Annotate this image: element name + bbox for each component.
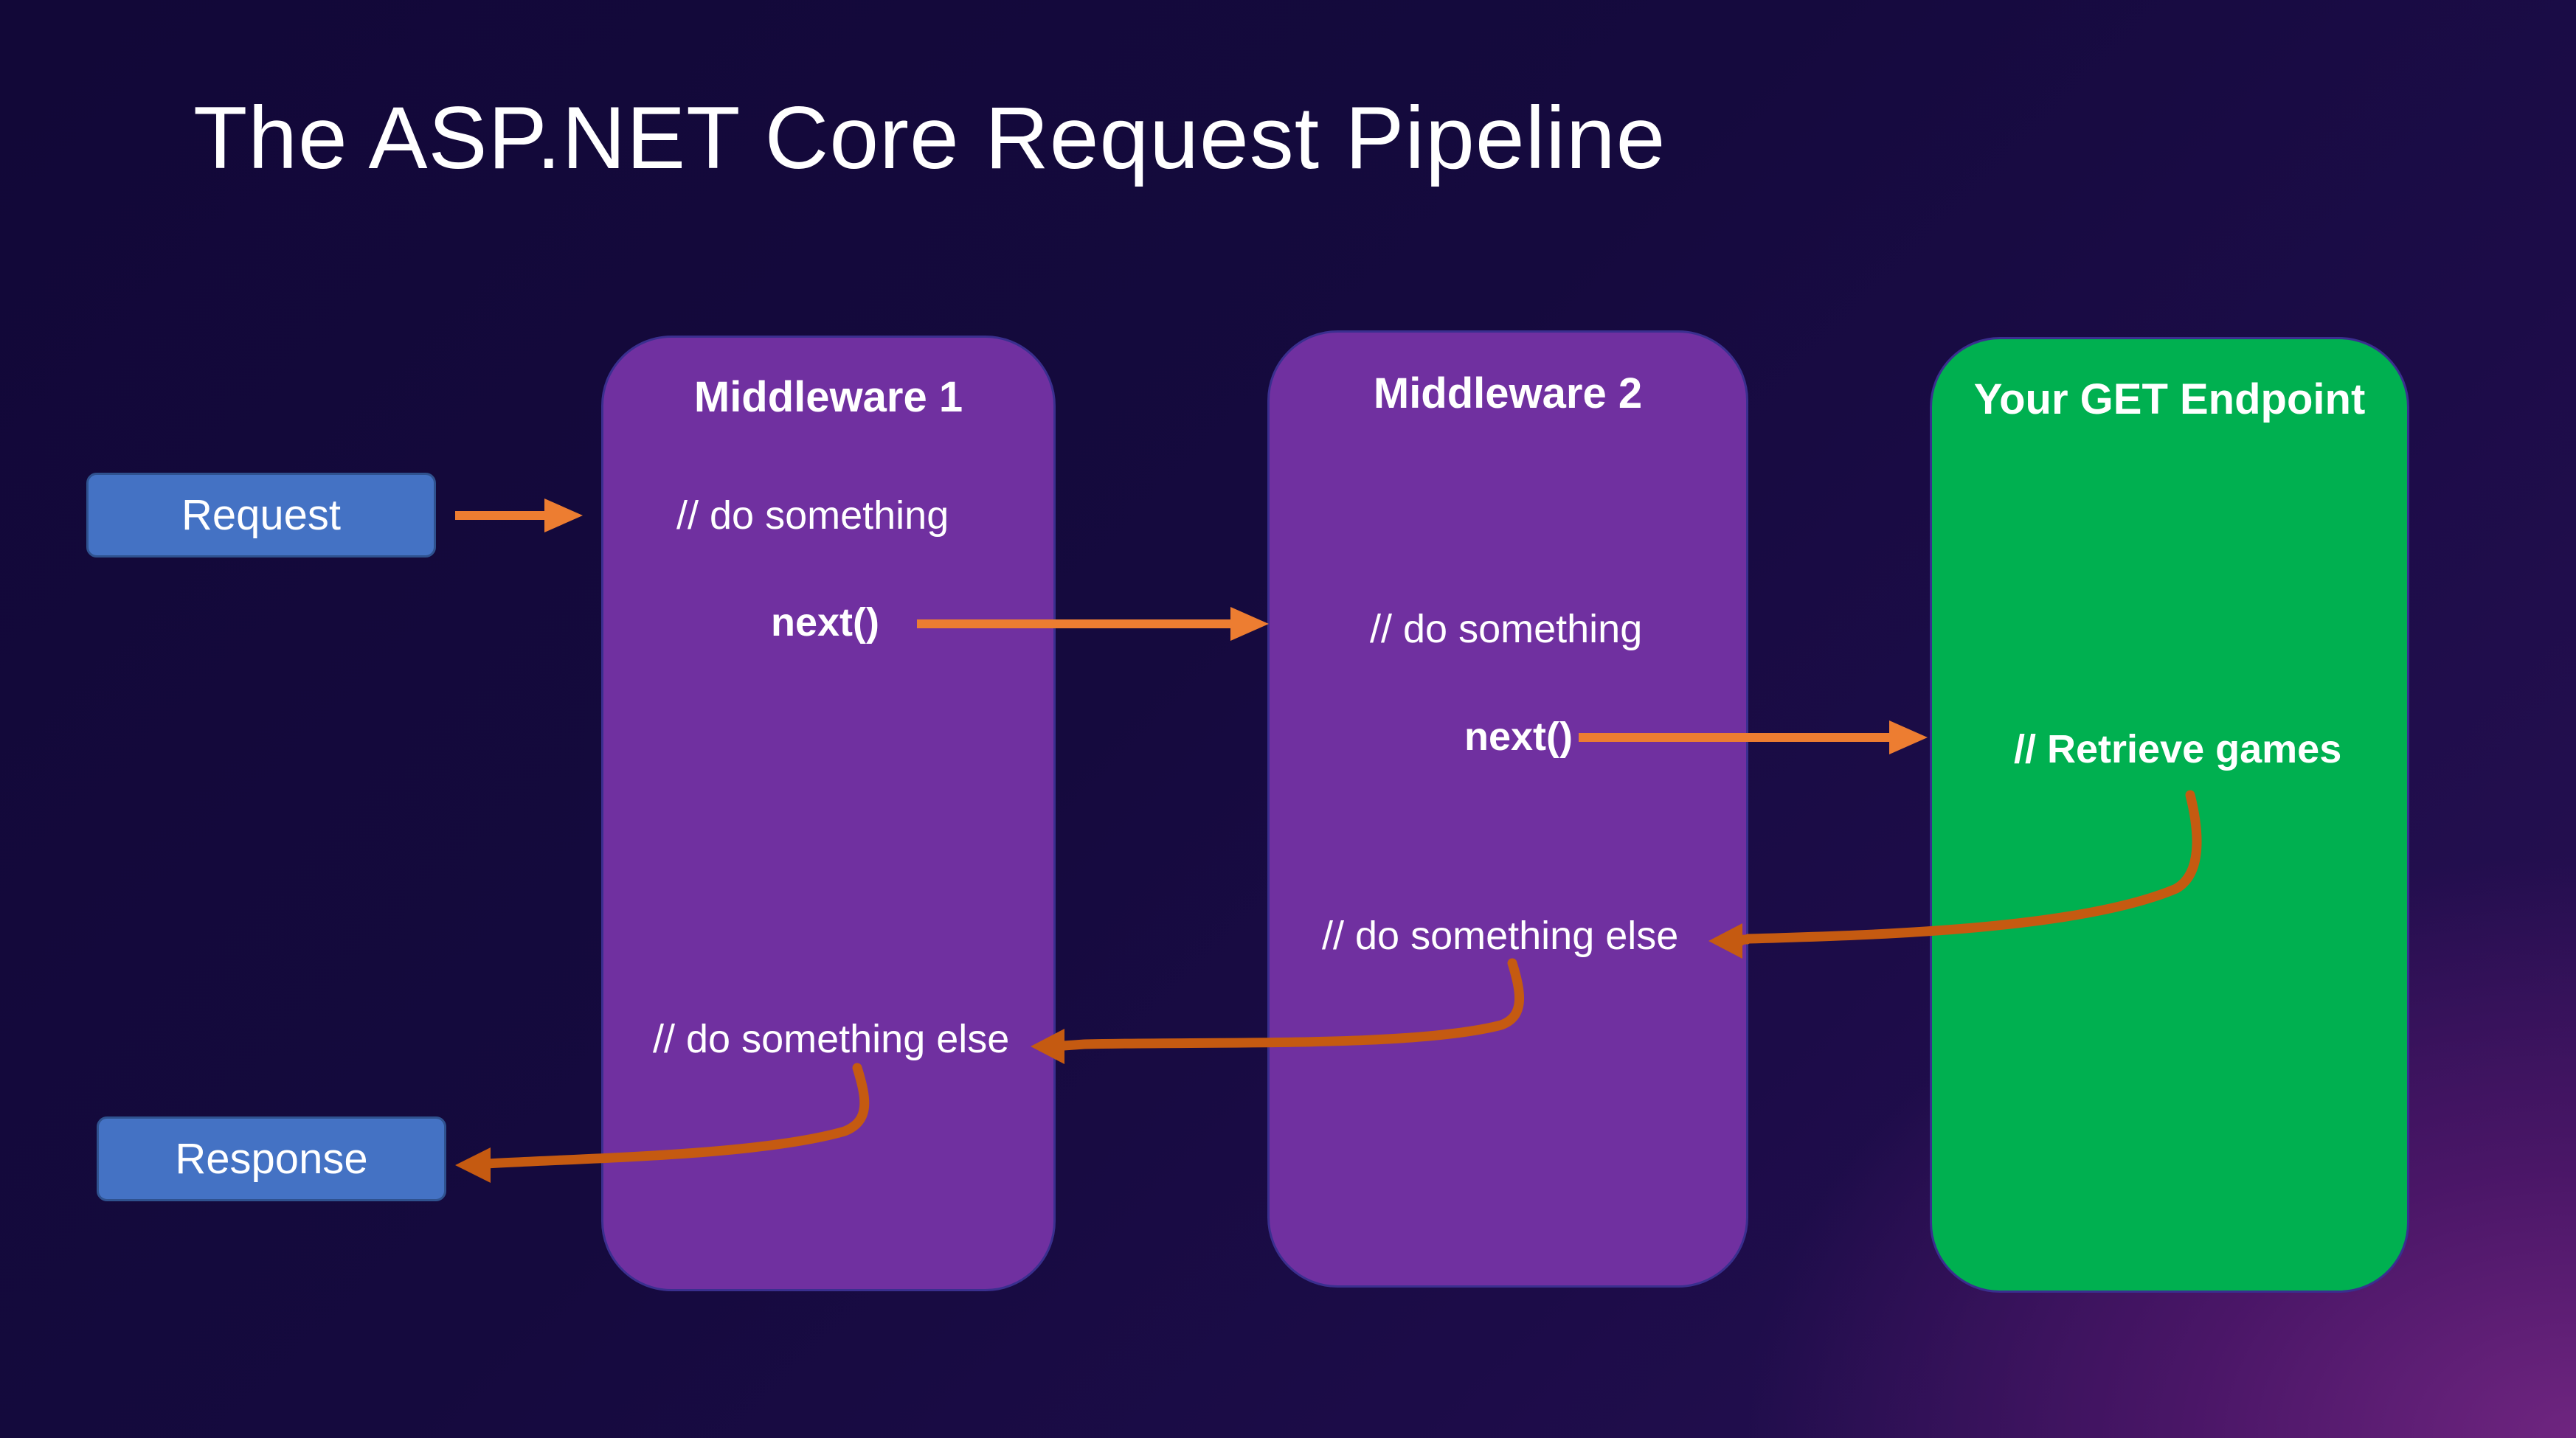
middleware-1-next-arrowhead (1230, 607, 1269, 641)
middleware-1-do-something: // do something (676, 493, 949, 538)
endpoint-retrieve-games: // Retrieve games (2014, 727, 2342, 771)
middleware-1-title: Middleware 1 (693, 373, 963, 421)
response-label: Response (175, 1135, 368, 1183)
request-box: Request (86, 473, 436, 558)
middleware-2-box (1267, 330, 1748, 1288)
middleware-1-do-something-else: // do something else (653, 1017, 1010, 1061)
middleware-2-title: Middleware 2 (1373, 369, 1643, 417)
endpoint-title: Your GET Endpoint (1973, 375, 2366, 423)
response-return-arrowhead (455, 1147, 491, 1183)
page-title: The ASP.NET Core Request Pipeline (193, 88, 1666, 187)
middleware-2-do-something: // do something (1370, 607, 1643, 651)
middleware-1-box (601, 336, 1056, 1291)
request-label: Request (181, 491, 342, 539)
middleware-2-next-arrowhead (1889, 720, 1928, 754)
response-box: Response (97, 1116, 446, 1201)
endpoint-box (1930, 337, 2409, 1293)
middleware-1-next: next() (771, 600, 879, 645)
request-arrowhead (544, 499, 583, 532)
middleware-2-next: next() (1464, 715, 1573, 759)
middleware-2-do-something-else: // do something else (1322, 914, 1679, 958)
